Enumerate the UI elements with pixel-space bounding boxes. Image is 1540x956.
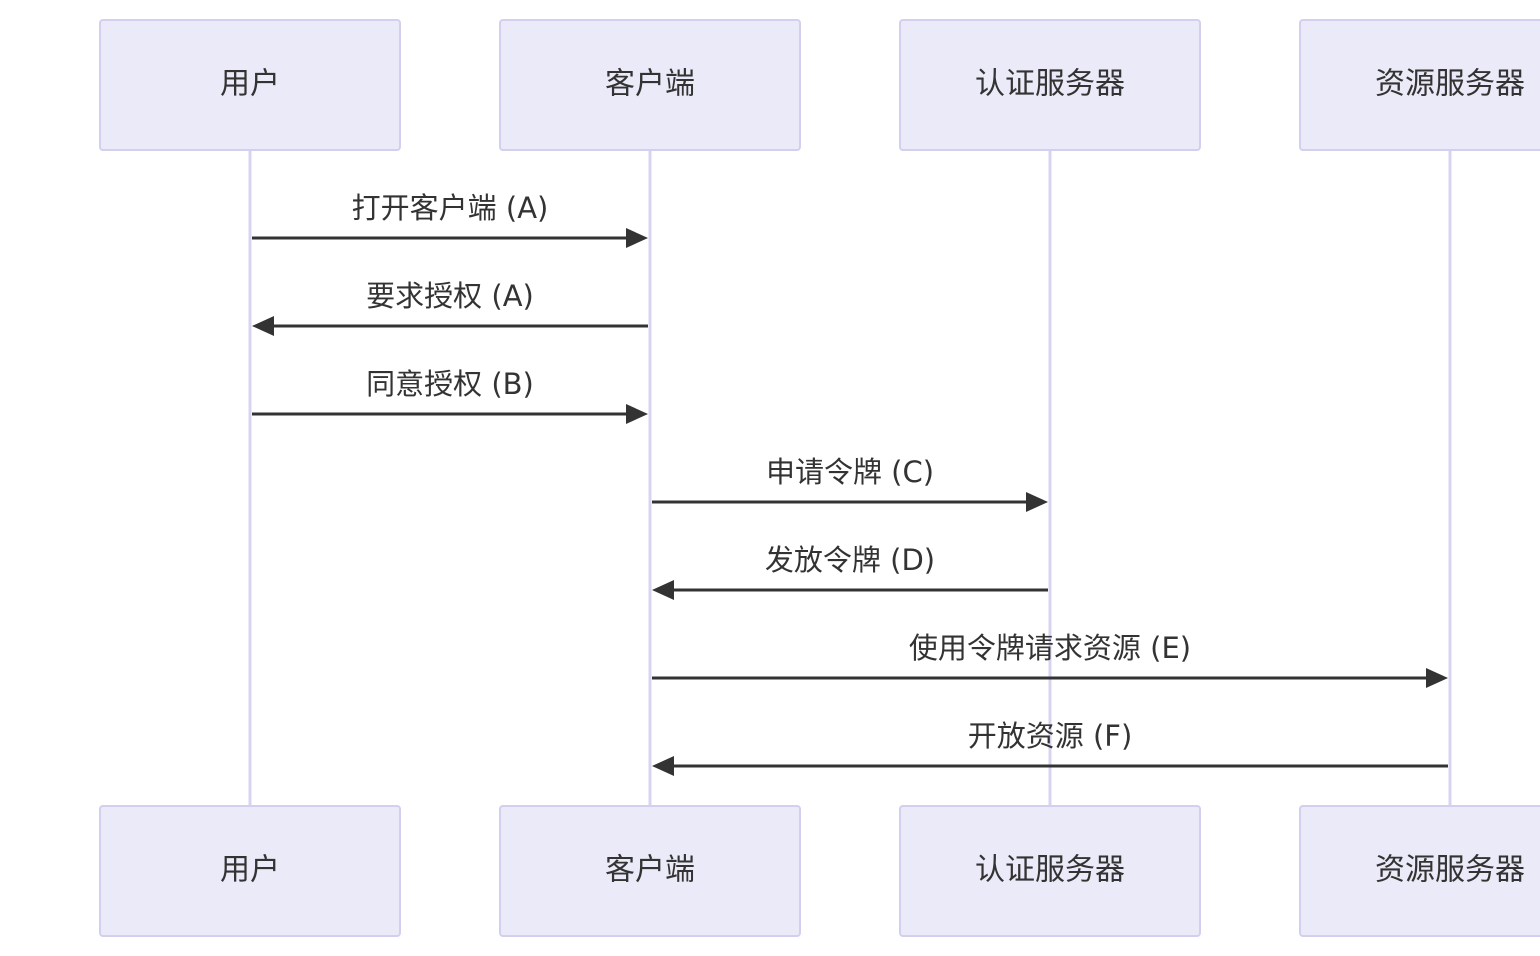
actor-label-user: 用户: [220, 67, 280, 102]
actor-box-client-top: 客户端: [499, 19, 801, 151]
actor-box-auth-top: 认证服务器: [899, 19, 1201, 151]
actor-rect: [899, 19, 1201, 151]
message-label: 开放资源 (F): [968, 719, 1133, 753]
message-7: 开放资源 (F): [652, 719, 1448, 776]
actor-label-client: 客户端: [605, 853, 695, 888]
message-label: 同意授权 (B): [366, 367, 534, 401]
actor-label-auth: 认证服务器: [975, 853, 1125, 888]
arrowhead: [252, 316, 274, 336]
arrowhead: [652, 580, 674, 600]
actors-bottom: 用户 客户端 认证服务器 资源服务器: [99, 805, 1540, 937]
actor-label-user: 用户: [220, 853, 280, 888]
actor-rect: [99, 19, 401, 151]
message-label: 发放令牌 (D): [765, 543, 935, 577]
message-label: 申请令牌 (C): [766, 455, 934, 489]
actor-box-client-bottom: 客户端: [499, 805, 801, 937]
arrowhead: [1026, 492, 1048, 512]
arrowhead: [1426, 668, 1448, 688]
lifelines: [248, 150, 1452, 806]
actor-label-client: 客户端: [605, 67, 695, 102]
message-2: 要求授权 (A): [252, 279, 648, 336]
arrowhead: [626, 404, 648, 424]
actor-rect: [1299, 805, 1540, 937]
message-label: 打开客户端 (A): [352, 191, 549, 225]
actor-rect: [899, 805, 1201, 937]
actor-label-auth: 认证服务器: [975, 67, 1125, 102]
message-6: 使用令牌请求资源 (E): [652, 631, 1448, 688]
message-5: 发放令牌 (D): [652, 543, 1048, 600]
actor-box-user-top: 用户: [99, 19, 401, 151]
message-3: 同意授权 (B): [252, 367, 648, 424]
actor-label-resource: 资源服务器: [1375, 853, 1525, 888]
arrowhead: [652, 756, 674, 776]
actors-top: 用户 客户端 认证服务器 资源服务器: [99, 19, 1540, 151]
actor-box-resource-top: 资源服务器: [1299, 19, 1540, 151]
arrowhead: [626, 228, 648, 248]
actor-rect: [499, 19, 801, 151]
message-label: 要求授权 (A): [366, 279, 534, 313]
message-4: 申请令牌 (C): [652, 455, 1048, 512]
actor-rect: [1299, 19, 1540, 151]
actor-rect: [99, 805, 401, 937]
messages: 打开客户端 (A) 要求授权 (A) 同意授权 (B) 申请令牌 (C) 发放令牌 (D…: [252, 191, 1448, 776]
actor-box-user-bottom: 用户: [99, 805, 401, 937]
actor-rect: [499, 805, 801, 937]
actor-box-auth-bottom: 认证服务器: [899, 805, 1201, 937]
actor-label-resource: 资源服务器: [1375, 67, 1525, 102]
actor-box-resource-bottom: 资源服务器: [1299, 805, 1540, 937]
message-1: 打开客户端 (A): [252, 191, 648, 248]
message-label: 使用令牌请求资源 (E): [909, 631, 1191, 665]
